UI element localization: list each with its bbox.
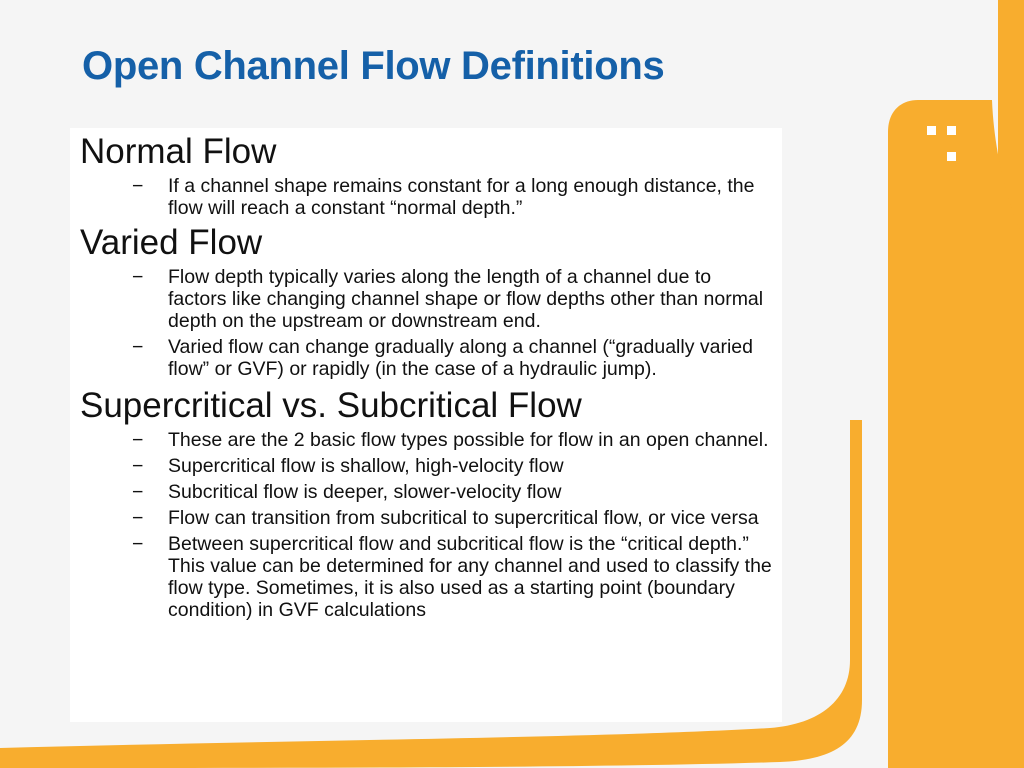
section-varied-flow: Varied Flow − Flow depth typically varies… [80, 223, 772, 380]
bullet-text: Supercritical flow is shallow, high-velo… [168, 455, 564, 477]
dash-marker: − [132, 533, 144, 555]
bullet-item: − These are the 2 basic flow types possib… [132, 429, 772, 451]
orange-flame-shape [888, 100, 1024, 768]
slide-title: Open Channel Flow Definitions [82, 44, 665, 88]
section-supercritical-subcritical: Supercritical vs. Subcritical Flow − Thes… [80, 386, 772, 621]
flame-dot [947, 126, 956, 135]
bullet-text: Varied flow can change gradually along a… [168, 336, 753, 380]
dash-marker: − [132, 429, 144, 451]
dash-marker: − [132, 455, 144, 477]
bullet-list: − If a channel shape remains constant for… [80, 175, 772, 219]
bullet-item: − If a channel shape remains constant for… [132, 175, 772, 219]
bullet-item: − Between supercritical flow and subcriti… [132, 533, 772, 621]
content-box: Normal Flow − If a channel shape remains … [70, 128, 782, 722]
bullet-list: − These are the 2 basic flow types possib… [80, 429, 772, 621]
section-heading: Varied Flow [80, 223, 263, 262]
section-heading: Normal Flow [80, 132, 277, 171]
bullet-text: These are the 2 basic flow types possibl… [168, 429, 769, 451]
flame-dot [927, 126, 936, 135]
dash-marker: − [132, 481, 144, 503]
section-normal-flow: Normal Flow − If a channel shape remains … [80, 132, 772, 219]
flame-dot [947, 152, 956, 161]
bullet-item: − Supercritical flow is shallow, high-vel… [132, 455, 772, 477]
orange-bottom-sweep [0, 420, 862, 768]
bullet-text: Flow depth typically varies along the le… [168, 266, 764, 332]
dash-marker: − [132, 336, 144, 358]
bullet-text: Between supercritical flow and subcritic… [168, 533, 772, 621]
bullet-list: − Flow depth typically varies along the l… [80, 266, 772, 380]
bullet-text: Subcritical flow is deeper, slower-veloc… [168, 481, 562, 503]
bullet-text: If a channel shape remains constant for … [168, 175, 755, 219]
section-heading: Supercritical vs. Subcritical Flow [80, 386, 582, 425]
bullet-text: Flow can transition from subcritical to … [168, 507, 759, 529]
dash-marker: − [132, 266, 144, 288]
bullet-item: − Subcritical flow is deeper, slower-velo… [132, 481, 772, 503]
bullet-item: − Flow can transition from subcritical to… [132, 507, 772, 529]
bullet-item: − Flow depth typically varies along the l… [132, 266, 772, 332]
bullet-item: − Varied flow can change gradually along … [132, 336, 772, 380]
dash-marker: − [132, 507, 144, 529]
dash-marker: − [132, 175, 144, 197]
